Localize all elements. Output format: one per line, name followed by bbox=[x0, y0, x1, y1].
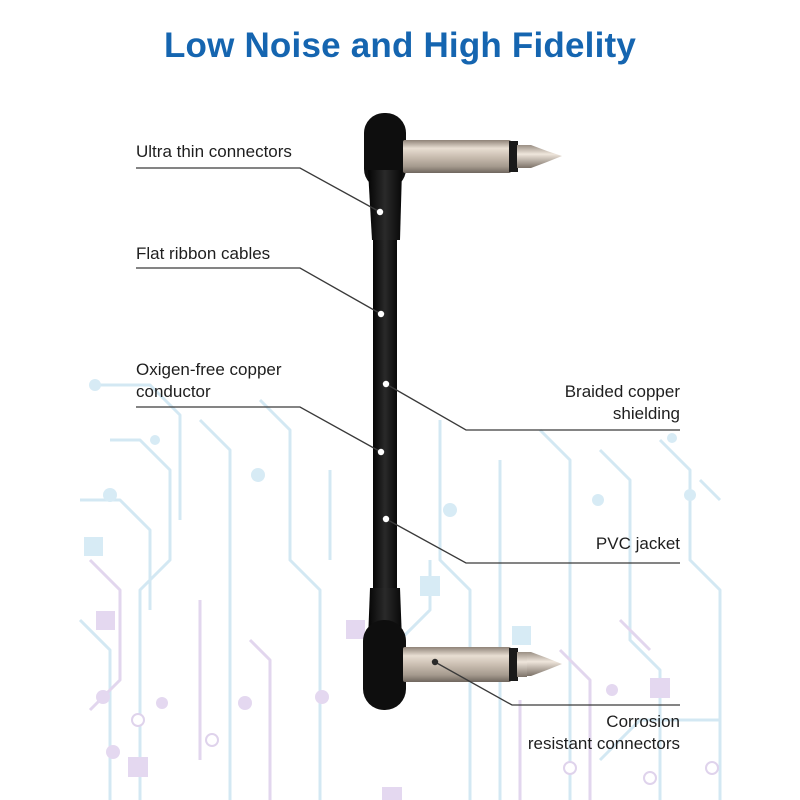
leader-flat-ribbon bbox=[136, 267, 382, 315]
leader-lines bbox=[136, 167, 680, 706]
leader-ultra-thin bbox=[136, 167, 381, 213]
dot-corrosion bbox=[431, 658, 439, 666]
label-line: resistant connectors bbox=[527, 734, 680, 753]
label-line: conductor bbox=[136, 382, 211, 401]
label-line: Oxigen-free copper bbox=[136, 360, 282, 379]
leader-corrosion bbox=[434, 661, 680, 706]
dot-oxygen-free bbox=[377, 448, 385, 456]
dot-braided bbox=[382, 380, 390, 388]
indicator-dots bbox=[376, 208, 390, 523]
label-pvc-jacket: PVC jacket bbox=[596, 533, 680, 555]
label-line: Braided copper bbox=[564, 382, 680, 401]
leader-braided bbox=[385, 383, 680, 431]
label-braided-copper-shielding: Braided copper shielding bbox=[565, 381, 680, 425]
page-title: Low Noise and High Fidelity bbox=[163, 26, 637, 65]
label-line: Flat ribbon cables bbox=[136, 244, 271, 263]
label-line: Corrosion bbox=[606, 712, 680, 731]
dot-pvc bbox=[382, 515, 390, 523]
label-corrosion-resistant-connectors: Corrosion resistant connectors bbox=[528, 711, 680, 755]
label-line: shielding bbox=[612, 404, 680, 423]
label-line: Ultra thin connectors bbox=[136, 142, 292, 161]
leader-pvc bbox=[385, 518, 680, 564]
leader-oxygen-free bbox=[136, 406, 382, 453]
dot-ultra-thin bbox=[376, 208, 384, 216]
top-plug bbox=[364, 113, 562, 240]
label-oxygen-free-copper: Oxigen-free copper conductor bbox=[136, 359, 282, 403]
label-line: PVC jacket bbox=[595, 534, 680, 553]
label-flat-ribbon-cables: Flat ribbon cables bbox=[136, 243, 270, 265]
flat-ribbon-cable bbox=[373, 235, 397, 595]
label-ultra-thin-connectors: Ultra thin connectors bbox=[136, 141, 292, 163]
dot-flat-ribbon bbox=[377, 310, 385, 318]
bottom-plug bbox=[363, 588, 562, 710]
